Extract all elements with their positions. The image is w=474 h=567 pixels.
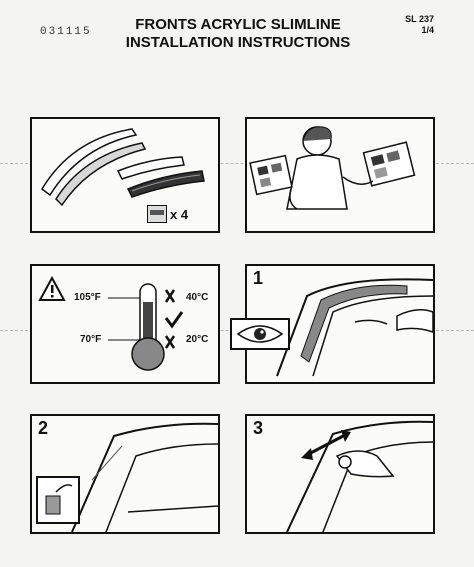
document-code: 031115: [40, 26, 92, 38]
high-temp-c: 40°C: [186, 292, 209, 303]
reference-number: SL 237: [405, 14, 434, 24]
page-title: FRONTS ACRYLIC SLIMLINE: [135, 16, 341, 33]
scan-artifact: [0, 163, 474, 164]
panel-temperature: 105°F 40°C 70°F 20°C: [30, 264, 220, 384]
inspect-window-illustration: [276, 278, 433, 377]
arrow-left-icon: [301, 448, 313, 460]
page-number: 1/4: [421, 25, 434, 35]
tape-detail-inset: [36, 476, 80, 524]
panel-parts: x 4: [30, 117, 220, 233]
arrow-right-icon: [341, 430, 351, 442]
panel-step-3: 3: [245, 414, 435, 534]
clean-window-frame-illustration: [71, 422, 218, 532]
person-holding-template-illustration: [249, 126, 416, 210]
eye-icon: [236, 325, 284, 343]
quantity-label: x 4: [170, 207, 189, 222]
panel-step-2: 2: [30, 414, 220, 534]
thermometer-illustration: [38, 275, 184, 371]
step-number: 1: [253, 268, 264, 288]
high-temp-f: 105°F: [74, 292, 101, 303]
warning-icon: [38, 275, 66, 301]
wipe-channel-illustration: [286, 420, 433, 532]
deflector-parts-illustration: [41, 128, 205, 207]
tape-pack-icon: [45, 484, 73, 515]
eye-callout: [230, 318, 290, 350]
step-number: 3: [253, 418, 264, 438]
low-temp-f: 70°F: [80, 334, 102, 345]
page-subtitle: INSTALLATION INSTRUCTIONS: [125, 34, 351, 51]
step-number: 2: [38, 418, 49, 438]
reference-block: SL 237 1/4: [405, 14, 434, 36]
low-temp-c: 20°C: [186, 334, 209, 345]
panel-prepare: [245, 117, 435, 233]
tape-strip-icon: [147, 205, 167, 223]
